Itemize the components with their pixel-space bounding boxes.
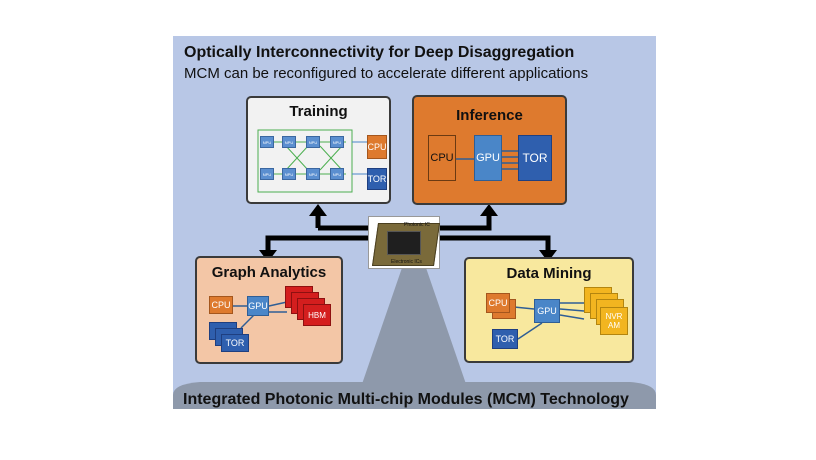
mining-links bbox=[513, 302, 585, 340]
training-npu-1: NPU bbox=[260, 136, 274, 148]
mining-nvram: NVR AM bbox=[600, 307, 628, 335]
training-npu-6: NPU bbox=[282, 168, 296, 180]
training-npu-5: NPU bbox=[260, 168, 274, 180]
training-cpu: CPU bbox=[367, 135, 387, 159]
inference-title: Inference bbox=[456, 107, 523, 124]
inference-box: Inference CPU GPU TOR bbox=[412, 95, 567, 205]
inference-links bbox=[456, 150, 518, 170]
data-mining-box: Data Mining CPU GPU NVR AM TOR bbox=[464, 257, 634, 363]
mining-cpu: CPU bbox=[486, 293, 510, 313]
chip-die bbox=[387, 231, 421, 255]
graph-hbm: HBM bbox=[303, 304, 331, 326]
training-tor: TOR bbox=[367, 168, 387, 190]
graph-links bbox=[231, 301, 288, 329]
training-npu-3: NPU bbox=[306, 136, 320, 148]
training-box: Training NPU NPU NPU NPU NPU NPU NPU NPU… bbox=[246, 96, 391, 204]
mining-gpu: GPU bbox=[534, 299, 560, 323]
electronic-ic-label: Electronic ICs bbox=[391, 259, 422, 265]
footer-label: Integrated Photonic Multi-chip Modules (… bbox=[183, 391, 629, 408]
training-title: Training bbox=[289, 103, 348, 120]
graph-tor: TOR bbox=[221, 334, 249, 352]
graph-analytics-box: Graph Analytics CPU GPU HBM TOR bbox=[195, 256, 343, 364]
graph-gpu: GPU bbox=[247, 296, 269, 316]
training-npu-2: NPU bbox=[282, 136, 296, 148]
inference-tor: TOR bbox=[518, 135, 552, 181]
base-mound bbox=[173, 382, 656, 409]
mining-tor: TOR bbox=[492, 329, 518, 349]
graph-cpu: CPU bbox=[209, 296, 233, 314]
data-mining-title: Data Mining bbox=[506, 265, 592, 282]
training-npu-8: NPU bbox=[330, 168, 344, 180]
training-npu-4: NPU bbox=[330, 136, 344, 148]
center-cone bbox=[362, 262, 466, 384]
diagram-title: Optically Interconnectivity for Deep Dis… bbox=[184, 44, 575, 61]
training-npu-7: NPU bbox=[306, 168, 320, 180]
inference-cpu: CPU bbox=[428, 135, 456, 181]
photonic-ic-label: Photonic IC bbox=[404, 222, 430, 228]
diagram-subtitle: MCM can be reconfigured to accelerate di… bbox=[184, 65, 589, 82]
graph-analytics-title: Graph Analytics bbox=[211, 264, 327, 281]
photonic-mcm-chip: Photonic IC Electronic ICs bbox=[368, 216, 441, 269]
inference-gpu: GPU bbox=[474, 135, 502, 181]
